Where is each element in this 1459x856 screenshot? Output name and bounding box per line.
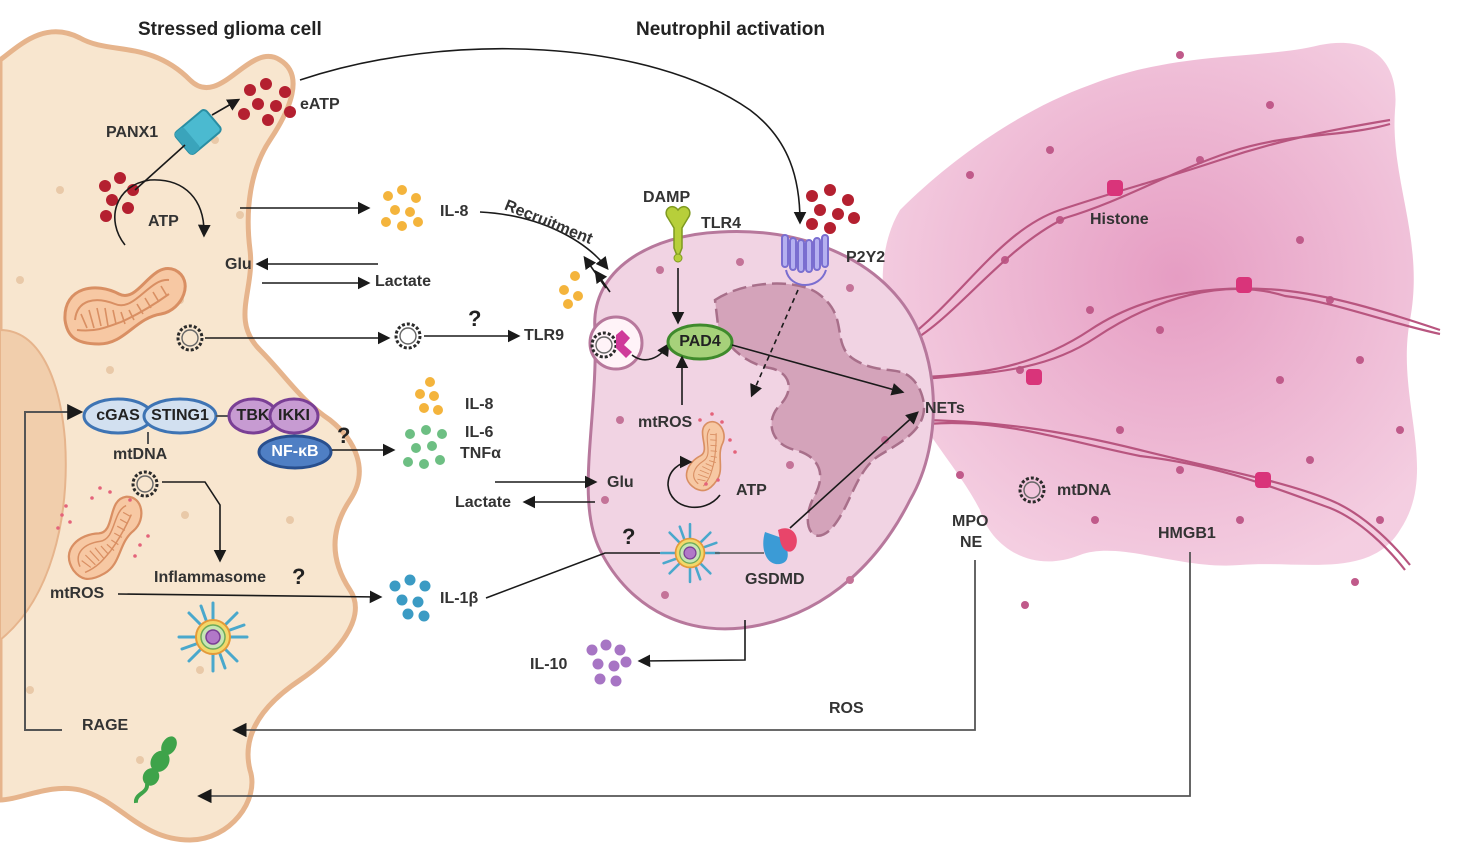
label-il6: IL-6 (465, 424, 494, 441)
label-il8-top: IL-8 (440, 203, 469, 220)
rage-receptor-icon (133, 736, 177, 804)
label-glu-mid: Glu (607, 474, 634, 491)
label-gsdmd: GSDMD (745, 571, 805, 588)
arrow-il1b-in (485, 552, 660, 599)
label-inflammasome: Inflammasome (154, 569, 267, 586)
arrow-eatp-to-p2y2 (299, 47, 807, 225)
label-eatp: eATP (300, 96, 340, 113)
eatp-dots (238, 78, 296, 126)
il10-dots (586, 639, 632, 687)
question-mark-nfkb: ? (337, 423, 351, 448)
label-damp: DAMP (643, 189, 691, 206)
label-tbk: TBK (236, 407, 270, 424)
net-dna-strands (899, 118, 1441, 571)
panx1-channel-icon (174, 109, 222, 155)
arrow-atp-to-panx1 (134, 144, 186, 191)
label-mtdna-right: mtDNA (1057, 482, 1112, 499)
label-glu-left: Glu (225, 256, 252, 273)
inflammasome-icon-neutrophil (659, 522, 721, 584)
arrow-rage-loop (24, 404, 84, 731)
arrow-tlr9-to-pad4 (631, 342, 670, 361)
histone-icon-4 (1255, 472, 1271, 488)
il1b-dots (389, 574, 431, 622)
arrow-recruitment-line (583, 255, 607, 289)
neutrophil-granules (601, 258, 889, 599)
question-mark-gsdmd: ? (622, 524, 636, 549)
mtros-speckles-neutrophil (698, 412, 737, 486)
label-panx1: PANX1 (106, 124, 159, 141)
nfkb-shape (257, 434, 333, 470)
label-il10: IL-10 (530, 656, 568, 673)
inflammasome-icon (177, 601, 249, 673)
eatp-dots-receptor (806, 184, 860, 234)
label-mpo: MPO (952, 513, 989, 530)
arrow-atp-cycle-neutrophil (667, 455, 721, 509)
ikki-shape (268, 397, 320, 435)
label-ikki: IKKI (278, 407, 310, 424)
arrow-pad4-to-nets (731, 344, 905, 396)
arrow-atp-cycle (114, 179, 211, 246)
nets-cloud (882, 42, 1418, 566)
il8-dots-recruit (559, 271, 583, 309)
label-il1b: IL-1β (440, 590, 479, 607)
mtdna-ring-icon-released (394, 322, 422, 350)
arrow-recruitment-exit (594, 269, 611, 293)
label-atp-glioma: ATP (148, 213, 179, 230)
arrow-hmgb1-to-rage (197, 552, 1191, 804)
label-tlr4: TLR4 (701, 215, 741, 232)
label-pad4: PAD4 (679, 333, 721, 350)
glioma-nucleus (0, 328, 67, 642)
atp-dots-glioma (99, 172, 139, 222)
tlr9-receptor-icon (616, 330, 632, 358)
arrow-mpo-ne-to-rage (232, 560, 976, 738)
label-atp-neutrophil: ATP (736, 482, 767, 499)
question-mark-tlr9: ? (468, 306, 482, 331)
il8-dots-mid (415, 377, 443, 415)
label-tnfa: TNFα (460, 445, 501, 462)
gsdmd-pore-icon (763, 528, 797, 565)
glioma-title: Stressed glioma cell (138, 19, 322, 40)
label-lactate-mid: Lactate (455, 494, 512, 511)
label-hmgb1: HMGB1 (1158, 525, 1216, 542)
label-p2y2: P2Y2 (846, 249, 886, 266)
neutrophil-nucleus (713, 282, 926, 537)
label-ne: NE (960, 534, 983, 551)
label-mtros-neutrophil: mtROS (638, 414, 693, 431)
neutrophil-title: Neutrophil activation (636, 19, 825, 40)
histone-icon-3 (1026, 369, 1042, 385)
label-histone: Histone (1090, 211, 1149, 228)
arrow-il8-recruitment (479, 211, 609, 271)
label-mtros-left: mtROS (50, 585, 105, 602)
label-il8-mid: IL-8 (465, 396, 494, 413)
question-mark-inflammasome: ? (292, 564, 306, 589)
il6-dots (403, 425, 447, 469)
label-cgas: cGAS (96, 407, 140, 424)
label-nets: NETs (925, 400, 965, 417)
arrow-mtros-to-il1b (117, 590, 383, 604)
label-nfkb: NF-κB (271, 443, 319, 460)
mtros-speckles (56, 486, 150, 558)
arrow-mtdna-inflammasome (162, 481, 227, 563)
p2y2-receptor-icon (781, 234, 829, 286)
arrow-gsdmd-to-nets (789, 411, 919, 529)
histone-icon-2 (1236, 277, 1252, 293)
label-tlr9: TLR9 (524, 327, 564, 344)
label-ros: ROS (829, 700, 864, 717)
label-mtdna-left: mtDNA (113, 446, 168, 463)
label-rage: RAGE (82, 717, 129, 734)
glioma-cell-body (0, 29, 362, 843)
arrow-to-il10 (637, 620, 746, 668)
tlr4-receptor-icon (665, 206, 691, 263)
pad4-shape (666, 323, 734, 361)
il8-dots-top (381, 185, 423, 231)
histone-icon (1107, 180, 1123, 196)
arrow-p2y2-dashed (750, 289, 799, 398)
label-lactate-left: Lactate (375, 273, 432, 290)
arrow-panx1-to-eatp (211, 98, 241, 116)
label-sting1: STING1 (151, 407, 209, 424)
